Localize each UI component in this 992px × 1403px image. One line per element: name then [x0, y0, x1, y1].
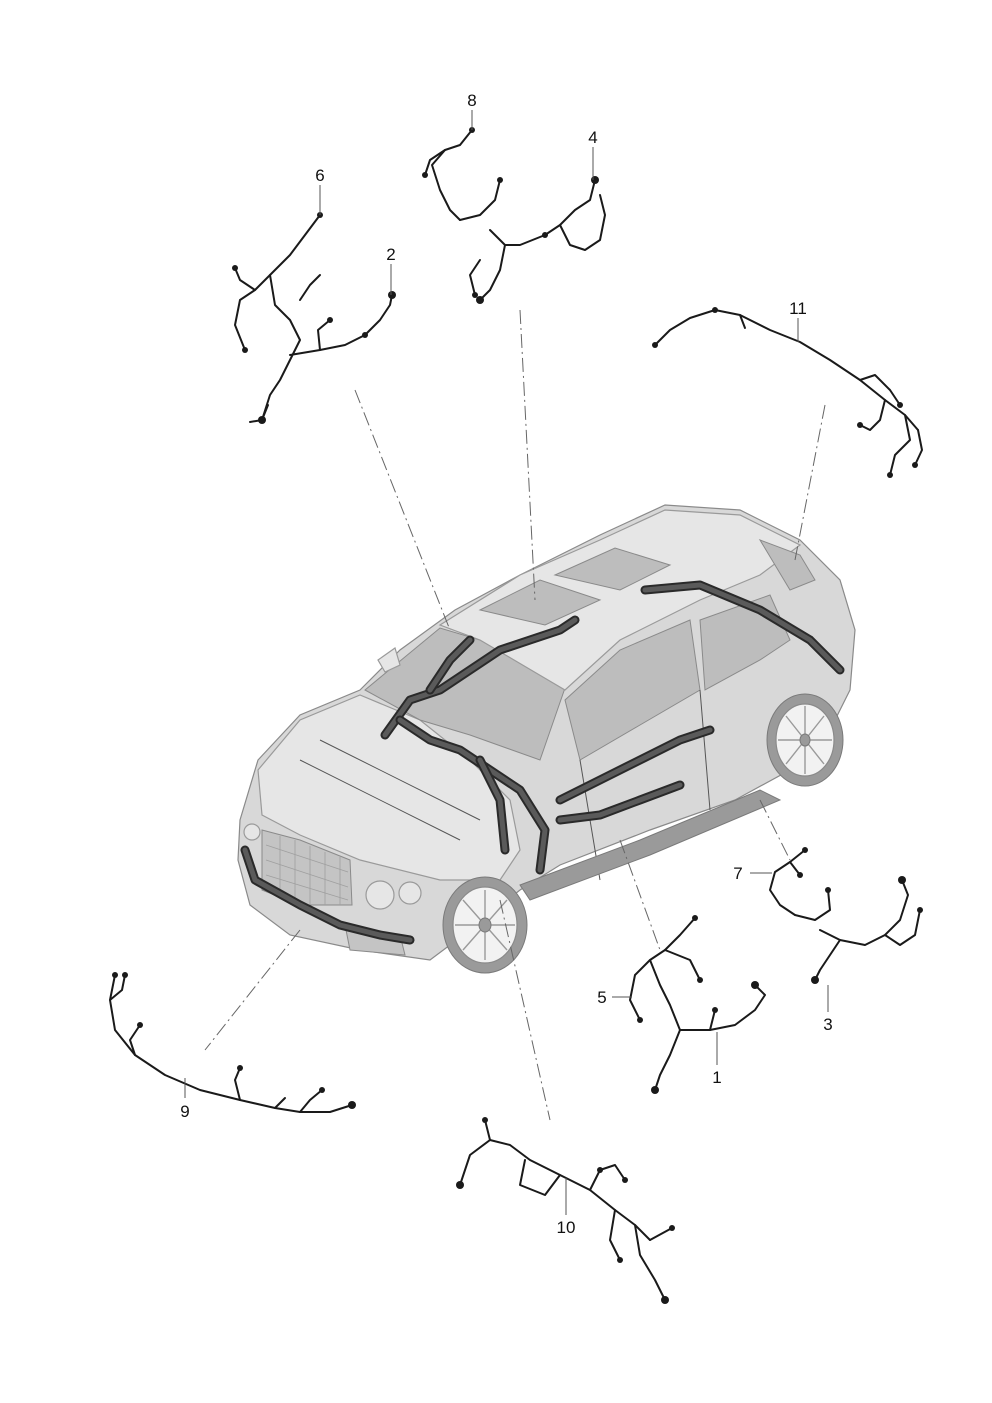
- harness-10: [456, 1117, 675, 1304]
- harness-5-1: [629, 915, 766, 1094]
- callout-2: 2: [386, 245, 395, 264]
- harness-7-3: [769, 847, 923, 984]
- installed-harnesses: [240, 580, 845, 945]
- callout-4: 4: [588, 128, 597, 147]
- rear-wheel: [766, 693, 844, 787]
- grille-mesh: [265, 836, 349, 905]
- callout-labels: 8 4 6 2 11 7 5 3 1 9 10: [180, 91, 832, 1237]
- harness-6-2: [232, 212, 396, 424]
- callout-3: 3: [823, 1015, 832, 1034]
- harness-11: [652, 307, 923, 478]
- front-wheel: [442, 876, 528, 974]
- callout-1: 1: [712, 1068, 721, 1087]
- callout-8: 8: [467, 91, 476, 110]
- callout-6: 6: [315, 166, 324, 185]
- callout-7: 7: [733, 864, 742, 883]
- harness-9: [109, 972, 356, 1113]
- callout-leaders: [184, 110, 829, 1215]
- callout-10: 10: [557, 1218, 576, 1237]
- reference-lines: [204, 309, 826, 1121]
- harness-8-4: [422, 127, 606, 304]
- vehicle-illustration: [237, 504, 856, 974]
- callout-9: 9: [180, 1102, 189, 1121]
- callout-11: 11: [789, 299, 807, 318]
- callout-5: 5: [597, 988, 606, 1007]
